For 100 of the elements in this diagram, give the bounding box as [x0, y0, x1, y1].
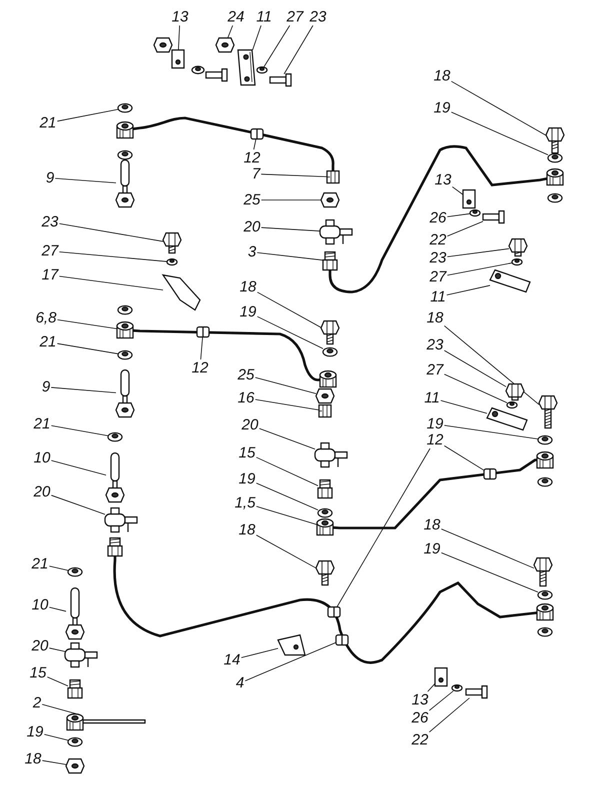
bolt — [508, 238, 528, 257]
washer — [537, 590, 553, 600]
leader-line — [446, 285, 490, 296]
washer — [547, 153, 563, 163]
leader-line — [253, 138, 256, 150]
leader-line — [446, 220, 484, 237]
bolt — [315, 560, 335, 586]
leader-line — [48, 606, 66, 612]
bracket-arm — [486, 407, 528, 431]
leader-line — [446, 262, 512, 276]
leader-line — [444, 374, 508, 404]
lever — [162, 274, 201, 311]
clip — [171, 49, 185, 69]
callout-number: 21 — [32, 416, 52, 432]
leader-line — [254, 399, 320, 410]
pipe-union — [196, 326, 210, 338]
tee-fitting — [64, 642, 98, 668]
eye-fitting — [546, 168, 564, 186]
leader-line — [440, 400, 488, 414]
eye-fitting — [116, 321, 134, 339]
leader-line — [240, 648, 278, 658]
clip — [462, 189, 476, 209]
callout-number: 13 — [434, 172, 452, 188]
callout-number: 19 — [238, 470, 256, 488]
leader-line — [427, 683, 436, 692]
callout-number: 1,5 — [234, 494, 256, 512]
leader-line — [56, 108, 118, 122]
callout-number: 18 — [432, 68, 452, 84]
clip — [434, 667, 448, 687]
leader-line — [256, 482, 318, 510]
leader-line — [48, 566, 68, 571]
callout-number: 27 — [428, 268, 448, 286]
bolt — [538, 395, 558, 429]
callout-number: 20 — [30, 638, 50, 654]
pipe-union — [250, 128, 264, 140]
callout-number: 11 — [255, 8, 273, 26]
washer — [469, 209, 481, 217]
callout-number: 18 — [238, 522, 256, 538]
callout-number: 16 — [236, 390, 256, 406]
threaded-fitting — [67, 679, 83, 699]
leader-line — [450, 112, 548, 156]
bolt — [205, 68, 228, 82]
callout-number: 23 — [428, 250, 448, 266]
fuel-pipe — [132, 329, 320, 382]
bracket-arm — [489, 269, 531, 293]
fuel-pipe — [328, 145, 548, 294]
pipe-union — [335, 634, 349, 646]
bolt — [533, 557, 553, 587]
nut — [320, 192, 340, 208]
leader-line — [58, 251, 168, 262]
callout-number: 22 — [410, 732, 430, 748]
pipe-union — [483, 468, 497, 480]
banjo-bolt — [105, 452, 125, 503]
callout-number: 21 — [38, 334, 58, 350]
leader-line — [428, 698, 470, 732]
leader-line — [256, 534, 316, 568]
washer — [317, 508, 333, 518]
leader-line — [227, 25, 234, 38]
threaded-fitting — [107, 537, 123, 557]
leader-line — [50, 460, 106, 476]
leader-line — [256, 456, 318, 486]
callout-number: 9 — [44, 170, 56, 186]
washer — [107, 432, 123, 442]
callout-number: 18 — [24, 750, 42, 768]
callout-number: 24 — [226, 8, 246, 26]
callout-number: 15 — [238, 444, 256, 462]
callout-number: 3 — [246, 244, 258, 260]
callout-number: 22 — [428, 232, 448, 248]
leader-line — [58, 276, 164, 290]
eye-fitting — [316, 518, 334, 536]
tee-fitting — [104, 507, 138, 533]
callout-number: 19 — [26, 724, 44, 740]
washer — [537, 477, 553, 487]
callout-number: 12 — [190, 360, 210, 376]
callout-number: 10 — [32, 450, 52, 466]
callout-number: 20 — [240, 416, 260, 434]
leader-line — [263, 25, 290, 68]
banjo-bolt — [115, 159, 135, 208]
washer — [537, 627, 553, 637]
leader-line — [44, 734, 68, 741]
bolt — [545, 127, 565, 154]
threaded-fitting — [322, 251, 338, 271]
tee-fitting — [314, 442, 348, 468]
leader-line — [50, 494, 106, 515]
callout-number: 20 — [242, 218, 262, 236]
eye-fitting — [116, 121, 134, 139]
leader-line — [260, 174, 328, 178]
washer — [117, 103, 133, 113]
leader-line — [50, 425, 108, 436]
leader-line — [258, 428, 316, 450]
callout-number: 7 — [250, 166, 262, 182]
leader-line — [440, 528, 534, 569]
leader-line — [446, 248, 510, 258]
washer — [117, 150, 133, 160]
leader-line — [256, 506, 318, 525]
leader-line — [256, 252, 324, 261]
callout-number: 20 — [32, 484, 52, 500]
washer — [256, 66, 268, 74]
leader-line — [450, 80, 546, 136]
leader-line — [444, 350, 506, 388]
